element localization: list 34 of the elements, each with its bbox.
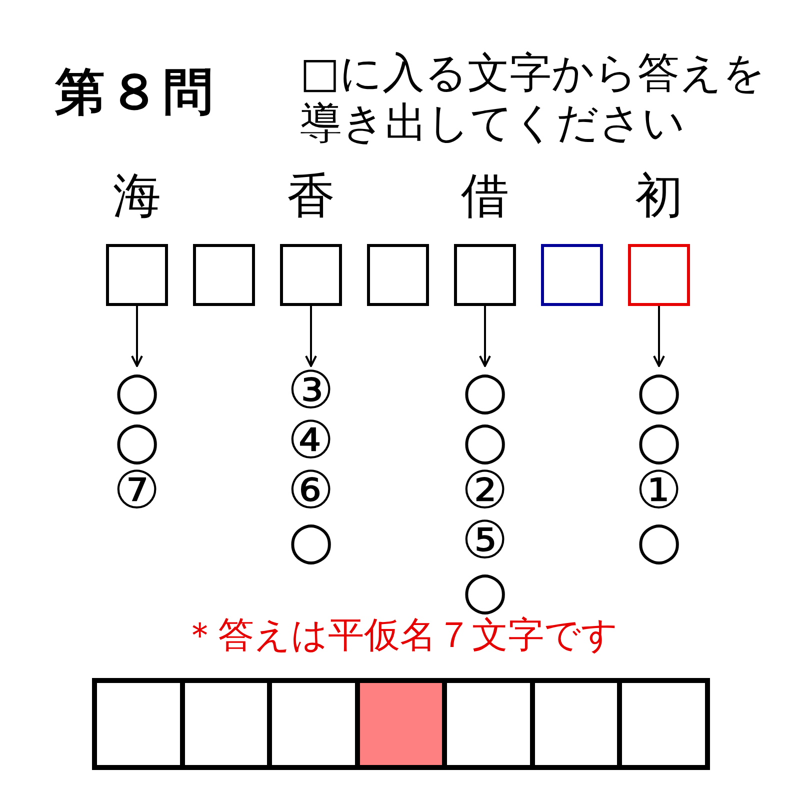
circle-mark: ④: [288, 415, 334, 467]
blank-box: [454, 244, 516, 306]
instruction-text: □に入る文字から答えを導き出してください: [300, 48, 767, 148]
circle-mark: ○: [114, 415, 160, 467]
circle-mark: ○: [636, 515, 682, 567]
circle-mark: ⑦: [114, 465, 160, 517]
circle-mark: ⑤: [462, 515, 508, 567]
kanji-clue: 香: [287, 170, 335, 223]
circle-mark: ○: [462, 365, 508, 417]
blank-box: [628, 244, 690, 306]
arrow: [653, 306, 665, 367]
blank-box: [541, 244, 603, 306]
circle-mark: ○: [636, 365, 682, 417]
kanji-clue: 初: [635, 170, 683, 223]
circle-mark: ○: [288, 515, 334, 567]
circle-mark: ⑥: [288, 465, 334, 517]
title: 第８問: [55, 64, 217, 122]
circle-mark: ○: [462, 415, 508, 467]
blank-box: [193, 244, 255, 306]
blank-box: [367, 244, 429, 306]
circle-mark: ○: [636, 415, 682, 467]
kanji-clue: 海: [113, 170, 161, 223]
circle-mark: ○: [462, 565, 508, 617]
note-text: ＊答えは平仮名７文字です: [182, 615, 618, 656]
circle-mark: ○: [114, 365, 160, 417]
arrow: [305, 306, 317, 367]
kanji-clue: 借: [461, 170, 509, 223]
circle-mark: ②: [462, 465, 508, 517]
blank-box: [280, 244, 342, 306]
arrow: [131, 306, 143, 367]
circle-mark: ①: [636, 465, 682, 517]
arrow: [479, 306, 491, 367]
circle-mark: ③: [288, 365, 334, 417]
blank-box: [106, 244, 168, 306]
